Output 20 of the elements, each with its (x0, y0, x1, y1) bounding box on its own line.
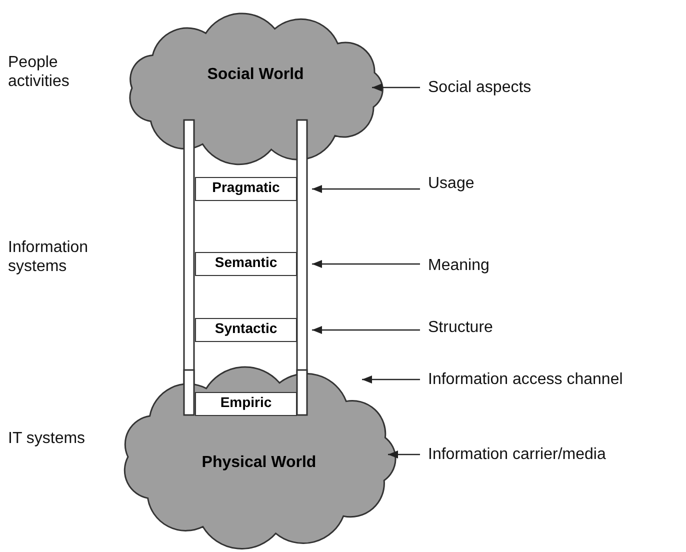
cloud-title: Physical World (200, 454, 318, 472)
annotation-text: Information access channel (428, 370, 623, 389)
arrow (312, 326, 420, 334)
annotation-text: Social aspects (428, 78, 532, 97)
annotation-text: Meaning (428, 256, 490, 275)
annotation-text: Information carrier/media (428, 445, 606, 464)
ladder-rung: Syntactic (195, 318, 297, 342)
arrow (312, 260, 420, 268)
ladder-rung: Pragmatic (195, 177, 297, 201)
annotation-text: Structure (428, 318, 493, 337)
cloud-title: Social World (206, 66, 305, 84)
arrow (362, 376, 420, 384)
side-label: People activities (8, 53, 70, 91)
arrow (312, 185, 420, 193)
side-label: IT systems (8, 429, 86, 448)
arrow (372, 84, 420, 92)
annotation-text: Usage (428, 174, 474, 193)
arrow (388, 450, 420, 458)
side-label: Information systems (8, 238, 90, 276)
ladder-rung: Semantic (195, 252, 297, 276)
